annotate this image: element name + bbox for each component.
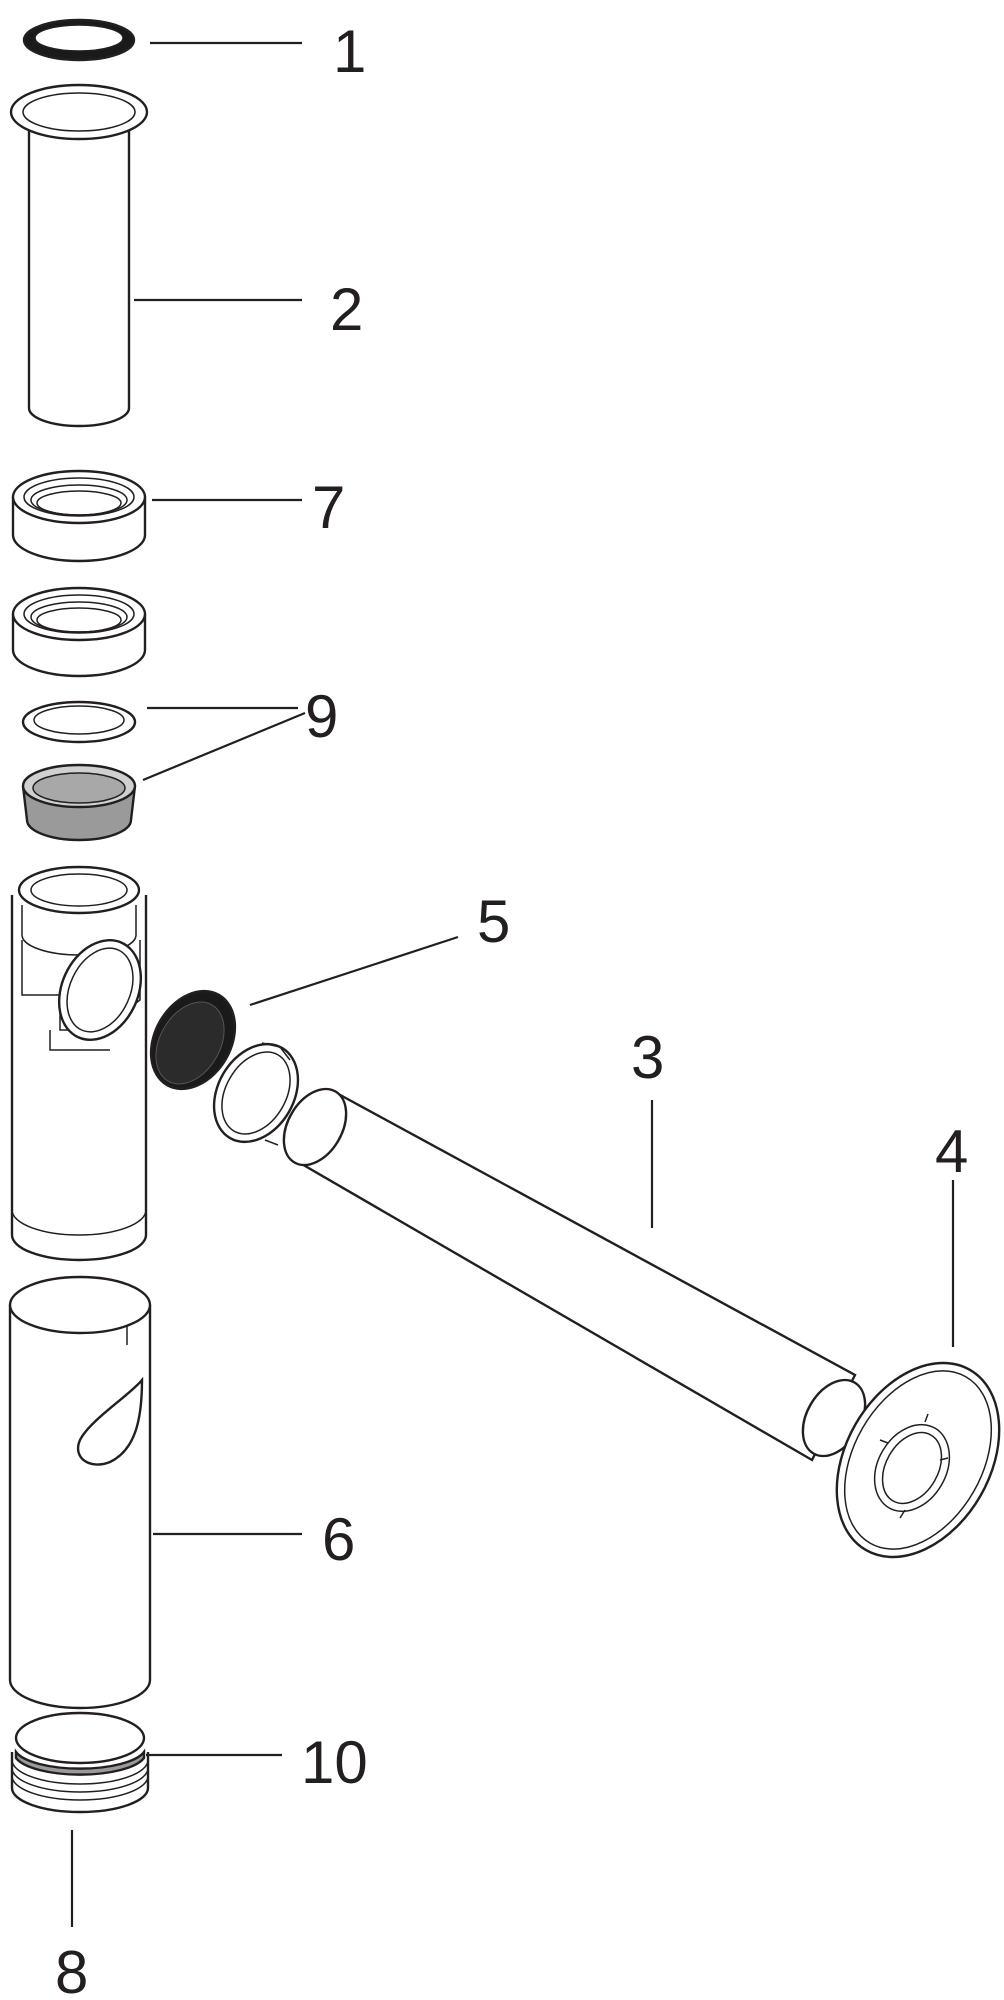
leader-5 — [249, 935, 459, 1007]
callout-10: 10 — [301, 1729, 368, 1796]
trap-body — [10, 865, 148, 1262]
part-2-upper-tube — [9, 83, 149, 428]
part-9-washer — [21, 700, 137, 744]
part-4-wall-rosette — [835, 1361, 1001, 1559]
part-9-seal — [21, 763, 137, 842]
callout-4: 4 — [935, 1118, 968, 1185]
leader-9b — [142, 711, 306, 782]
callout-9: 9 — [305, 683, 338, 750]
callout-5: 5 — [477, 888, 510, 955]
part-7-nut — [11, 469, 147, 563]
leader-lines — [70, 41, 955, 1927]
callout-2: 2 — [330, 276, 363, 343]
callout-3: 3 — [631, 1024, 664, 1091]
part-5-bevel-ring — [212, 1042, 300, 1146]
part-3-wall-tube — [282, 1087, 867, 1462]
coupling-nut — [11, 586, 147, 678]
callout-1: 1 — [333, 18, 366, 85]
callout-7: 7 — [312, 474, 345, 541]
part-5-seal — [149, 989, 237, 1091]
part-6-lower-cup — [8, 1275, 152, 1710]
callout-labels: 1 2 3 4 5 6 7 8 9 10 — [55, 18, 968, 2000]
part-10-bottom-cap — [10, 1711, 150, 1814]
callout-8: 8 — [55, 1939, 88, 2000]
callout-6: 6 — [322, 1506, 355, 1573]
part-1-seal-ring — [22, 18, 136, 62]
